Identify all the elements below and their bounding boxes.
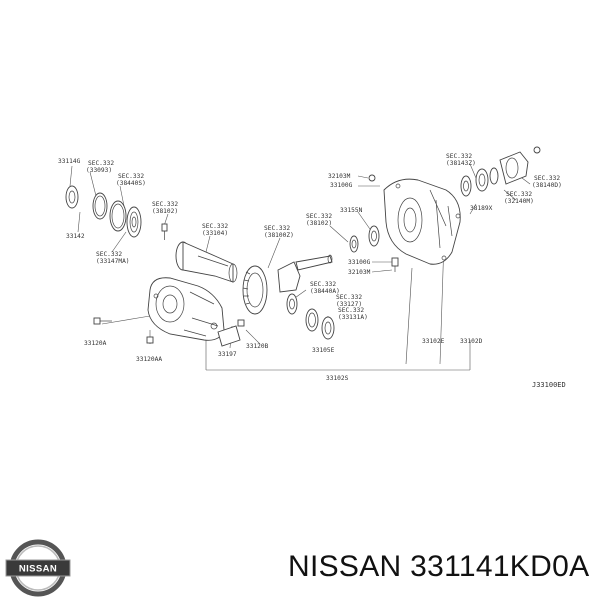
label-32103m-mid: 32103M <box>348 269 371 276</box>
shim-33127 <box>305 308 319 332</box>
logo-text: NISSAN <box>19 564 57 575</box>
bolt-33120a <box>93 317 112 325</box>
label-38440a: (38440A) <box>310 288 340 295</box>
label-33197: 33197 <box>218 351 237 358</box>
label-38189x: 38189X <box>470 205 493 212</box>
label-33120aa: 33120AA <box>136 356 162 363</box>
label-33102s: 33102S <box>326 375 349 382</box>
bearing-33155n <box>368 225 380 247</box>
label-sec332-33127: SEC.332 <box>336 294 362 301</box>
label-sec332-32140: SEC.332 <box>506 191 532 198</box>
bolt-38102 <box>161 223 168 240</box>
label-sec332-33104: SEC.332 <box>202 223 228 230</box>
label-38100z: (38100Z) <box>264 232 294 239</box>
label-sec332-38440a: SEC.332 <box>310 281 336 288</box>
companion-flange-33104 <box>175 241 238 283</box>
spacer-38440a <box>286 293 298 315</box>
nissan-logo: NISSAN <box>5 539 71 597</box>
label-33100g-top: 33100G <box>330 182 353 189</box>
label-33114g: 33114G <box>58 158 81 165</box>
label-sec332-38140: SEC.332 <box>534 175 560 182</box>
final-drive-housing <box>383 178 461 265</box>
label-33142: 33142 <box>66 233 85 240</box>
plug-33100g <box>391 257 399 272</box>
label-33102e: 33102E <box>422 338 445 345</box>
seal-38143z <box>460 175 472 197</box>
label-33120a: 33120A <box>84 340 107 347</box>
bearing-33147ma <box>126 206 142 238</box>
ring-38440s <box>109 200 127 232</box>
bracket-33197 <box>217 325 241 347</box>
ring-33093 <box>92 192 108 220</box>
label-33093: (33093) <box>86 167 112 174</box>
part-labels: 33114G SEC.332 (33093) SEC.332 (38440S) … <box>58 153 566 389</box>
label-38102a: (38102) <box>152 208 178 215</box>
label-sec332-33147: SEC.332 <box>96 251 122 258</box>
label-sec332-38143: SEC.332 <box>446 153 472 160</box>
label-33105e: 33105E <box>312 347 335 354</box>
ring-gear-38100 <box>242 265 268 315</box>
label-sec332-38102b: SEC.332 <box>306 213 332 220</box>
label-38140d: (38140D) <box>532 182 562 189</box>
washer-38102 <box>349 235 359 253</box>
brand-footer: NISSAN NISSAN 331141KD0A <box>0 536 600 600</box>
bearing-38189x <box>475 168 489 192</box>
ring-32140m <box>489 167 499 185</box>
label-33102d: 33102D <box>460 338 483 345</box>
label-32140m: (32140M) <box>504 198 534 205</box>
label-sec332-33093: SEC.332 <box>88 160 114 167</box>
bolt-33120aa <box>146 336 154 344</box>
plug-32103m <box>368 174 376 182</box>
label-38102b: (38102) <box>306 220 332 227</box>
label-33155n: 33155N <box>340 207 363 214</box>
label-sec332-38100: SEC.332 <box>264 225 290 232</box>
differential-carrier <box>147 277 225 341</box>
label-sec332-38102a: SEC.332 <box>152 201 178 208</box>
product-title: NISSAN 331141KD0A <box>288 550 590 583</box>
label-33147ma: (33147MA) <box>96 258 130 265</box>
diagram-reference-code: J33100ED <box>532 381 566 389</box>
label-sec332-38440s: SEC.332 <box>118 173 144 180</box>
label-33120b: 33120B <box>246 343 269 350</box>
label-33131a: (33131A) <box>338 314 368 321</box>
drive-pinion <box>277 254 333 293</box>
label-33104: (33104) <box>202 230 228 237</box>
side-flange-38140d <box>499 146 541 185</box>
label-33127: (33127) <box>336 301 362 308</box>
label-38143z: (38143Z) <box>446 160 476 167</box>
label-32103m-top: 32103M <box>328 173 351 180</box>
seal-33114g <box>65 185 79 209</box>
label-33100g-mid: 33100G <box>348 259 371 266</box>
bolt-33120b <box>237 319 245 327</box>
label-sec332-33131: SEC.332 <box>338 307 364 314</box>
label-38440s: (38440S) <box>116 180 146 187</box>
seal-33105e <box>321 316 335 340</box>
